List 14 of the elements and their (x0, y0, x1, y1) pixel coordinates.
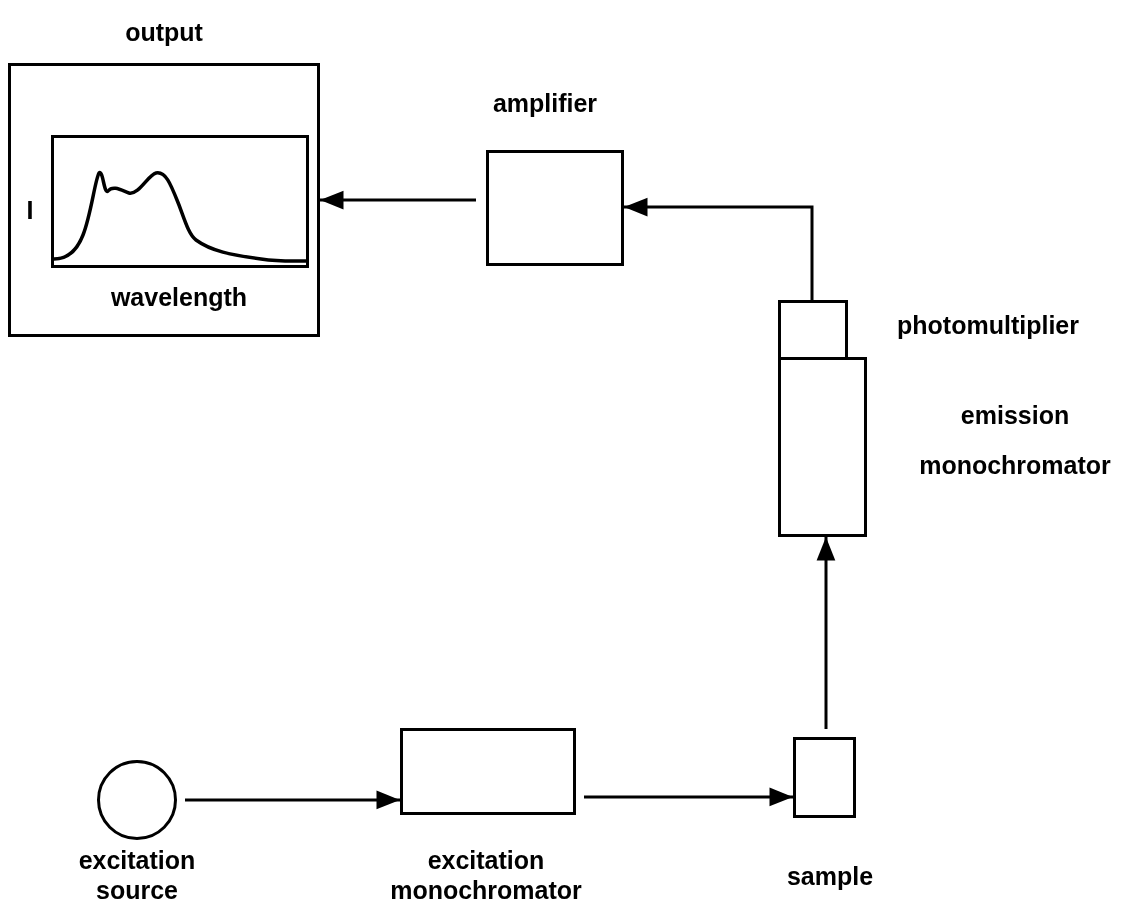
node-label: amplifier (492, 88, 598, 119)
node-label: photomultiplier (897, 310, 1079, 341)
node-label: emission monochromator (918, 400, 1112, 481)
axis-label: I (26, 195, 34, 226)
arrow (185, 790, 400, 810)
node-label: excitation monochromator (389, 845, 583, 905)
node-label: output (125, 17, 203, 48)
arrow (624, 197, 814, 300)
arrow (584, 787, 793, 807)
arrow (320, 190, 476, 210)
node-label: excitation source (77, 845, 197, 905)
arrow (816, 537, 836, 729)
axis-label: wavelength (110, 282, 248, 313)
node-label: sample (786, 861, 874, 892)
